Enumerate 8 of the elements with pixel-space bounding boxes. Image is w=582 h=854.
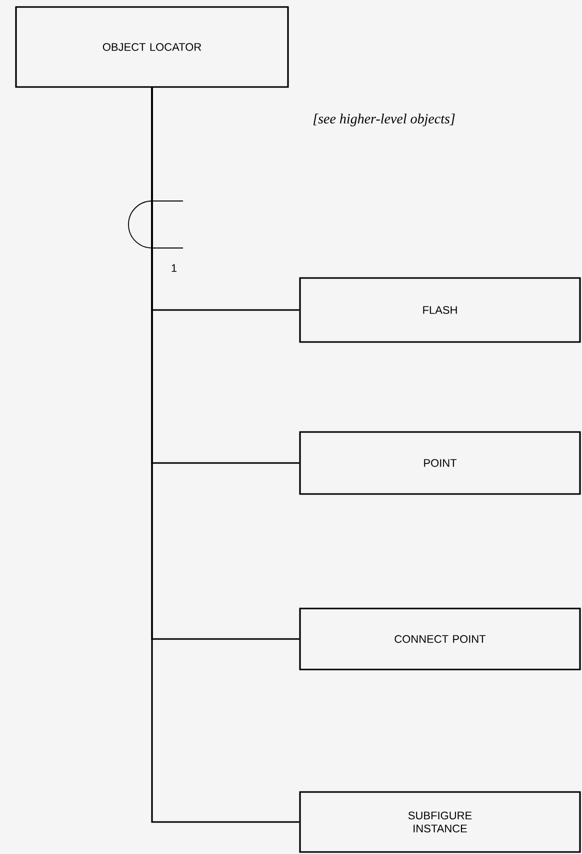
callout-number: 1	[172, 264, 177, 272]
entity-box: SUBFIGURE INSTANCE	[299, 791, 581, 853]
entity-box: CONNECT POINT	[299, 608, 581, 670]
entity-box: FLASH	[299, 277, 581, 343]
entity-box: POINT	[299, 431, 581, 495]
italic-note: [see higher-level objects]	[313, 114, 455, 126]
entity-box: OBJECT LOCATOR	[15, 6, 289, 88]
connector-line	[151, 88, 300, 823]
